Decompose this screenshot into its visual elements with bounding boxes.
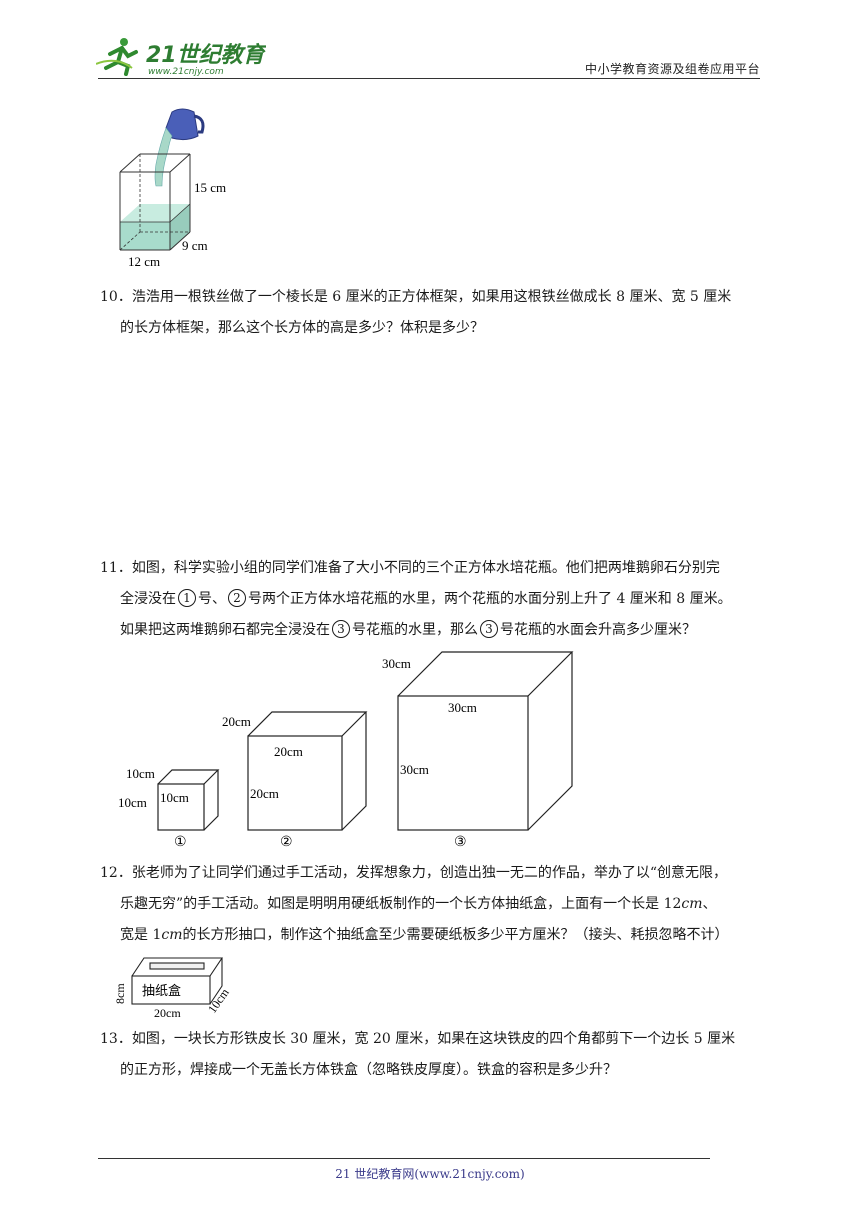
tissue-box-shape bbox=[131, 957, 224, 1005]
cube-2-caption: ② bbox=[280, 835, 293, 850]
question-text: 的长方形抽口，制作这个抽纸盒至少需要硬纸板多少平方厘米？（接头、耗损忽略不计） bbox=[182, 927, 729, 943]
question-text: 、 bbox=[702, 896, 717, 912]
tank-shape bbox=[119, 153, 191, 251]
question-10: 10．浩浩用一根铁丝做了一个棱长是 6 厘米的正方体框架，如果用这根铁丝做成长 … bbox=[100, 282, 762, 344]
cube-3-side-label: 30cm bbox=[400, 762, 429, 777]
tank-length-label: 12 cm bbox=[128, 254, 160, 269]
unit-text: cm bbox=[161, 927, 183, 943]
tissue-box-label: 抽纸盒 bbox=[142, 983, 181, 999]
tissue-box-figure: 抽纸盒 8cm 20cm 10cm bbox=[112, 954, 242, 1020]
question-12: 12．张老师为了让同学们通过手工活动，发挥想象力，创造出独一无二的作品，举办了以… bbox=[100, 858, 762, 951]
footer-link[interactable]: 21 世纪教育网(www.21cnjy.com) bbox=[335, 1167, 525, 1181]
question-text: 如图，科学实验小组的同学们准备了大小不同的三个正方体水培花瓶。他们把两堆鹅卵石分… bbox=[131, 560, 720, 576]
site-logo: 21世纪教育 www.21cnjy.com bbox=[95, 34, 269, 78]
question-text: 张老师为了让同学们通过手工活动，发挥想象力，创造出独一无二的作品，举办了以“创意… bbox=[131, 865, 727, 881]
tank-width-label: 9 cm bbox=[182, 238, 208, 253]
question-text: 号花瓶的水里，那么 bbox=[352, 622, 478, 638]
cube-1-side-label: 10cm bbox=[118, 795, 147, 810]
question-number: 12． bbox=[100, 865, 132, 881]
question-number: 11． bbox=[100, 560, 132, 576]
question-text: 如果把这两堆鹅卵石都完全浸没在 bbox=[120, 622, 330, 638]
question-text: 浩浩用一根铁丝做了一个棱长是 6 厘米的正方体框架，如果用这根铁丝做成长 8 厘… bbox=[131, 289, 732, 305]
cubes-figure: 10cm 10cm 10cm ① 20cm 20cm 20cm ② 30cm 3… bbox=[110, 648, 590, 854]
footer-divider bbox=[98, 1158, 710, 1159]
cube-3-top-label: 30cm bbox=[382, 656, 411, 671]
logo-text: 21世纪教育 bbox=[146, 42, 266, 68]
question-11: 11．如图，科学实验小组的同学们准备了大小不同的三个正方体水培花瓶。他们把两堆鹅… bbox=[100, 553, 762, 646]
cube-1-top-label: 10cm bbox=[126, 766, 155, 781]
tank-height-label: 15 cm bbox=[194, 180, 226, 195]
tissue-box-height-label: 8cm bbox=[113, 983, 127, 1004]
cube-3-front-label: 30cm bbox=[448, 700, 477, 715]
question-text: 全浸没在 bbox=[120, 591, 176, 607]
water-jug-icon bbox=[154, 108, 205, 187]
question-text: 的正方形，焊接成一个无盖长方体铁盒（忽略铁皮厚度）。铁盒的容积是多少升？ bbox=[120, 1062, 617, 1078]
question-number: 10． bbox=[100, 289, 132, 305]
question-text: 宽是 1 bbox=[120, 927, 162, 943]
header-divider bbox=[98, 78, 760, 79]
tissue-box-width-label: 10cm bbox=[205, 985, 232, 1015]
logo-subtext: www.21cnjy.com bbox=[148, 67, 224, 77]
cube-3-caption: ③ bbox=[454, 835, 467, 850]
cube-2-top-label: 20cm bbox=[222, 714, 251, 729]
platform-name: 中小学教育资源及组卷应用平台 bbox=[584, 62, 760, 76]
question-13: 13．如图，一块长方形铁皮长 30 厘米，宽 20 厘米，如果在这块铁皮的四个角… bbox=[100, 1024, 762, 1086]
runner-icon bbox=[95, 38, 138, 76]
question-text: 号花瓶的水面会升高多少厘米？ bbox=[500, 622, 696, 638]
cube-3 bbox=[397, 651, 574, 831]
question-text: 如图，一块长方形铁皮长 30 厘米，宽 20 厘米，如果在这块铁皮的四个角都剪下… bbox=[131, 1031, 736, 1047]
cube-1-caption: ① bbox=[174, 835, 187, 850]
cube-2-front-label: 20cm bbox=[274, 744, 303, 759]
tissue-box-length-label: 20cm bbox=[154, 1006, 181, 1020]
question-number: 13． bbox=[100, 1031, 132, 1047]
question-text: 号两个正方体水培花瓶的水里，两个花瓶的水面分别上升了 4 厘米和 8 厘米。 bbox=[248, 591, 732, 607]
circled-number: 2 bbox=[228, 589, 246, 607]
cube-1 bbox=[157, 769, 220, 831]
question-text: 号、 bbox=[198, 591, 226, 607]
question-text: 乐趣无穷”的手工活动。如图是明明用硬纸板制作的一个长方体抽纸盒，上面有一个长是 … bbox=[120, 896, 682, 912]
cube-2-side-label: 20cm bbox=[250, 786, 279, 801]
circled-number: 3 bbox=[480, 620, 498, 638]
cube-2 bbox=[247, 711, 368, 831]
cube-1-front-label: 10cm bbox=[160, 790, 189, 805]
question-text: 的长方体框架，那么这个长方体的高是多少？体积是多少？ bbox=[120, 320, 484, 336]
circled-number: 1 bbox=[178, 589, 196, 607]
circled-number: 3 bbox=[332, 620, 350, 638]
tank-figure: 15 cm 9 cm 12 cm bbox=[110, 100, 250, 272]
unit-text: cm bbox=[681, 896, 703, 912]
